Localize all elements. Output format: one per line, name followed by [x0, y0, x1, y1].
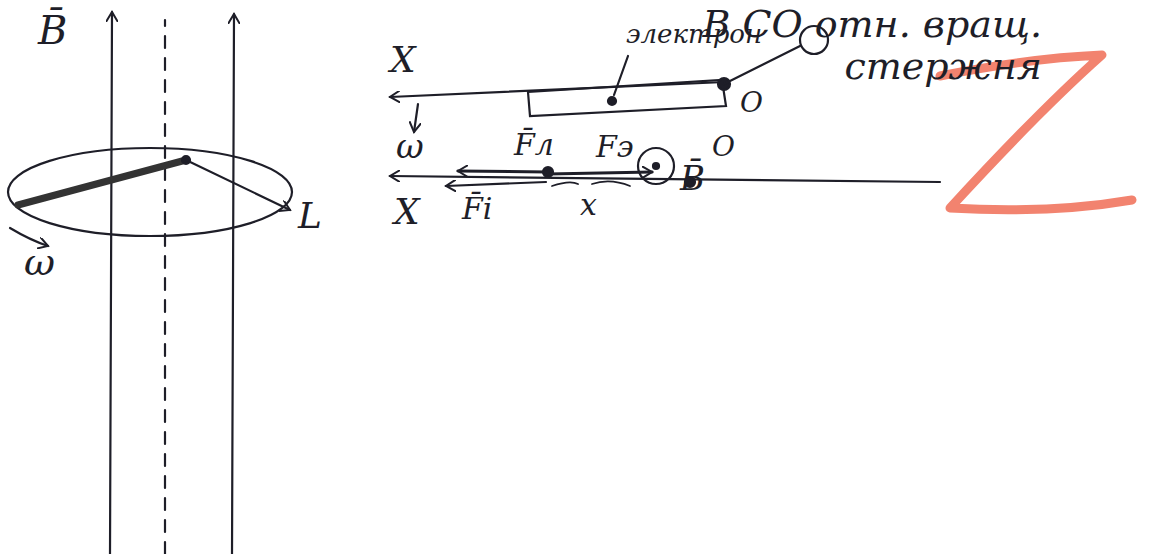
field-line	[232, 14, 234, 554]
field-label: B̄	[680, 160, 705, 197]
axis-dashed	[164, 20, 166, 554]
origin-label: O	[740, 88, 763, 119]
axis-label: X	[390, 40, 416, 80]
force-label: F̄л	[514, 128, 554, 161]
electron-label: электрон	[626, 20, 762, 49]
axis-label: X	[394, 192, 420, 232]
force-arrow	[446, 182, 546, 186]
omega-label: ω	[396, 128, 424, 165]
distance-mark	[552, 181, 630, 186]
x-axis	[390, 176, 940, 182]
electron-dot	[608, 97, 616, 105]
length-label: L	[298, 196, 322, 236]
radius-arrow	[186, 160, 290, 210]
field-line	[110, 12, 112, 554]
line	[724, 46, 800, 84]
field-out-dot	[653, 163, 659, 169]
leader-line	[614, 56, 628, 95]
distance-label: x	[580, 188, 597, 221]
rod	[528, 80, 726, 116]
rod	[18, 160, 186, 205]
origin-label: O	[712, 132, 735, 163]
force-arrow	[548, 172, 652, 174]
force-arrow	[458, 171, 548, 172]
field-label: B̄	[38, 8, 67, 52]
omega-label: ω	[24, 242, 55, 284]
rotation-disk	[8, 148, 292, 236]
force-label: F̄i	[462, 192, 492, 225]
force-label: Fэ	[596, 130, 634, 163]
